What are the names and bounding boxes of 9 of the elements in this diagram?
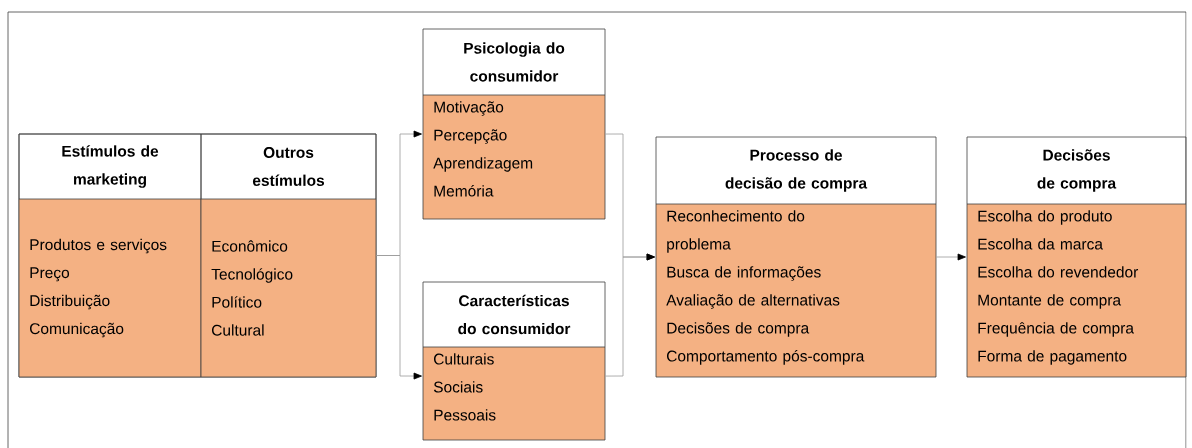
category-box: Outros estímulos Econômico Tecnológico Político Cultural	[200, 133, 377, 378]
arrow	[605, 253, 655, 377]
arrow	[936, 253, 966, 261]
category-box: Estímulos de marketing Produtos e serviços Preço Distribuição Comunicação	[18, 133, 202, 378]
category-box: Características do consumidor Culturais Sociais Pessoais	[422, 281, 606, 441]
arrow	[376, 255, 422, 380]
category-box: Processo de decisão de compra Reconhecimento do problema Busca de informações Avaliação de alternativas Decisões de compra Comportamento pós-compra	[655, 136, 937, 378]
category-box: Psicologia do consumidor Motivação Percepção Aprendizagem Memória	[422, 28, 606, 220]
category-box: Decisões de compra Escolha do produto Escolha da marca Escolha do revendedor Montante de compra Frequência de compra Forma de pagamento	[966, 136, 1187, 378]
